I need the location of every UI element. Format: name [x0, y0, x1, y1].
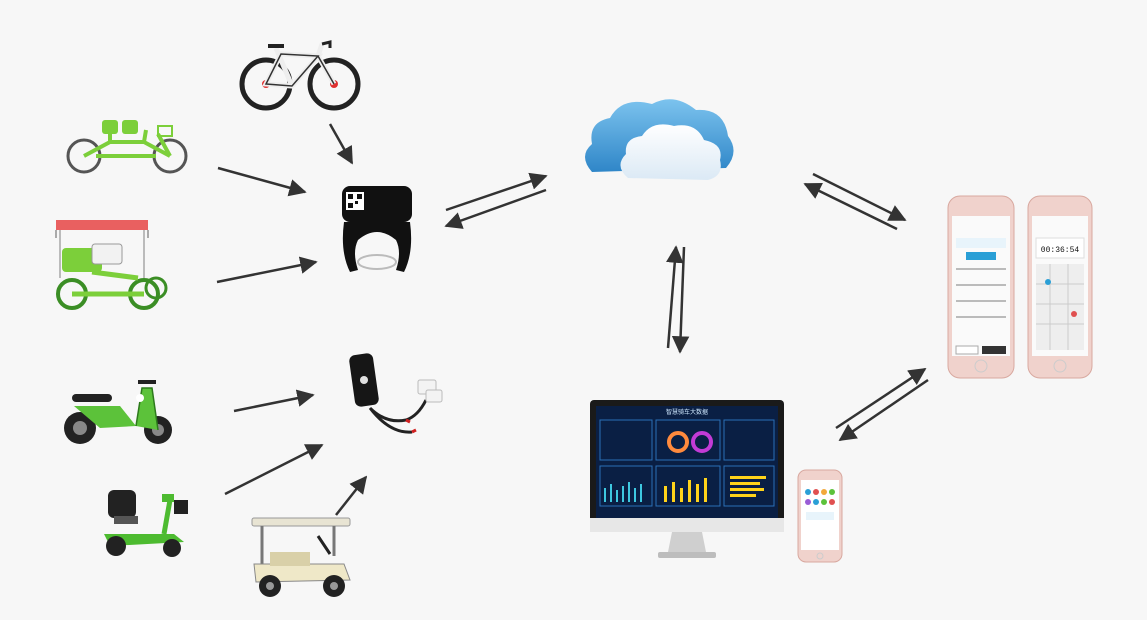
phone-timer-text: 00:36:54 — [1041, 246, 1080, 255]
smart-lock-icon — [342, 186, 412, 272]
arrow-cloud-to-dashboard — [671, 246, 690, 354]
mobility-scooter-icon — [104, 490, 188, 557]
arrow-mobility-to-tracker — [224, 443, 324, 496]
golf-cart-icon — [251, 517, 351, 597]
tandem-bicycle-icon — [66, 120, 188, 174]
gps-tracker-icon — [349, 353, 443, 434]
smartphone-icon — [797, 469, 843, 563]
surrey-bike-icon — [55, 220, 168, 310]
arrow-tandem-to-lock — [217, 166, 307, 197]
arrow-phones-to-dashboard — [838, 378, 929, 442]
arrow-lock-to-cloud — [445, 172, 548, 212]
electric-scooter-icon — [64, 380, 172, 444]
arrow-dashboard-to-phones — [835, 367, 927, 430]
arrow-golfcart-to-tracker — [335, 475, 368, 516]
arrow-surrey-to-lock — [216, 256, 318, 284]
arrow-cloud-to-lock — [444, 188, 547, 229]
arrow-scooter-to-tracker — [233, 389, 315, 413]
smartphone-icon: 00:36:54 — [947, 195, 1093, 379]
cloud-icon — [585, 99, 734, 180]
arrow-bicycle-to-lock — [328, 123, 354, 165]
dashboard-title-text: 智慧骑车大数据 — [666, 408, 708, 416]
arrow-phones-to-cloud — [803, 182, 898, 231]
bicycle-icon — [239, 40, 361, 111]
arrow-dashboard-to-cloud — [666, 245, 684, 349]
arrow-cloud-to-phones — [812, 172, 907, 222]
monitor-dashboard-icon: 智慧骑车大数据 — [590, 400, 784, 558]
